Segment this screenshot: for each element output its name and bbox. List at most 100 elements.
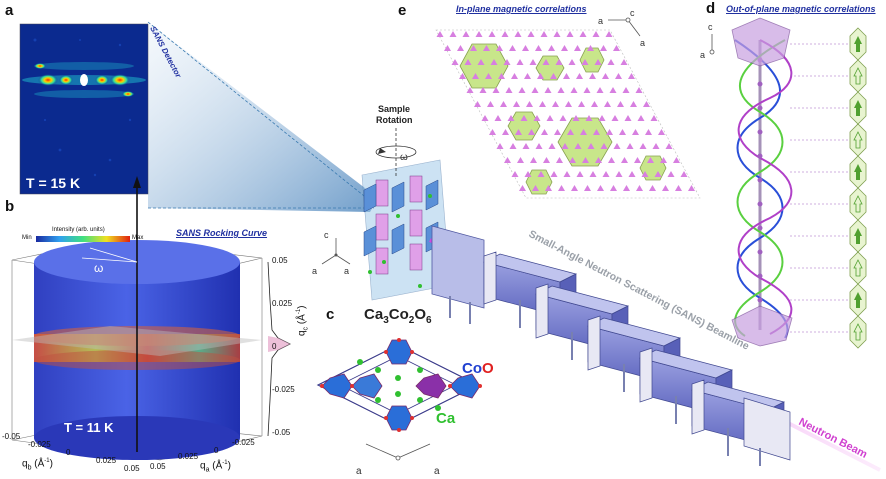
qb-tick-2: -0.025 <box>28 440 51 449</box>
qc-axis-label: qc (Å-1) <box>296 305 310 336</box>
qa-tick-4: -0.025 <box>232 438 255 447</box>
lattice-triangle <box>524 73 531 79</box>
colorbar-title: Intensity (arb. units) <box>52 227 105 233</box>
crystal-projection <box>316 338 482 461</box>
lattice-triangle <box>502 129 509 135</box>
lattice-triangle <box>596 87 604 93</box>
in-plane-title: In-plane magnetic correlations <box>456 4 587 14</box>
lattice-triangle <box>637 115 645 121</box>
center-axis-c: c <box>324 230 329 240</box>
in-plane-triangles <box>436 31 695 191</box>
lattice-triangle <box>645 129 652 135</box>
lattice-triangle <box>514 31 522 37</box>
lattice-triangle <box>496 143 504 149</box>
lattice-triangle <box>535 45 542 51</box>
lattice-triangle <box>660 157 667 163</box>
lattice-triangle <box>591 101 598 107</box>
lattice-triangle <box>539 101 546 107</box>
lattice-triangle <box>519 185 526 191</box>
lattice-triangle <box>444 45 451 51</box>
center-axis-a1: a <box>312 266 317 276</box>
lattice-triangle <box>578 101 585 107</box>
lattice-triangle <box>544 87 552 93</box>
lattice-triangle <box>602 73 609 79</box>
lattice-triangle <box>574 143 582 149</box>
lattice-triangle <box>511 171 519 177</box>
lattice-triangle <box>582 157 589 163</box>
crystal-sample <box>361 159 451 301</box>
lattice-triangle <box>650 115 658 121</box>
lattice-triangle <box>589 73 596 79</box>
lattice-triangle <box>477 59 485 65</box>
lattice-triangle <box>613 143 621 149</box>
lattice-triangle <box>543 157 550 163</box>
lattice-triangle <box>517 157 524 163</box>
lattice-triangle <box>579 31 587 37</box>
lattice-triangle <box>537 171 545 177</box>
lattice-triangle <box>665 143 673 149</box>
lattice-triangle <box>504 157 511 163</box>
qa-tick-1: 0.05 <box>150 462 166 471</box>
lattice-triangle <box>610 185 617 191</box>
lattice-triangle <box>639 143 647 149</box>
lattice-triangle <box>470 45 477 51</box>
colorbar-min: Min <box>22 235 32 241</box>
lattice-triangle <box>542 59 550 65</box>
sample-rotation-line1: Sample <box>378 104 410 114</box>
qa-axis-label: qa (Å-1) <box>200 460 231 474</box>
lattice-triangle <box>619 129 626 135</box>
lattice-triangle <box>570 87 578 93</box>
lattice-triangle <box>451 59 459 65</box>
detector-temperature: T = 15 K <box>26 175 80 191</box>
qb-tick-5: 0.05 <box>124 464 140 473</box>
lattice-triangle <box>602 171 610 177</box>
lattice-triangle <box>492 87 500 93</box>
lattice-triangle <box>556 157 563 163</box>
lattice-triangle <box>552 101 559 107</box>
lattice-triangle <box>617 101 624 107</box>
lattice-triangle <box>598 115 606 121</box>
lattice-triangle <box>449 31 457 37</box>
lattice-triangle <box>507 115 515 121</box>
lattice-triangle <box>628 73 635 79</box>
lattice-triangle <box>652 143 660 149</box>
panel-c-label: c <box>326 306 335 323</box>
e-axis-a1: a <box>598 16 603 26</box>
panel-b-label: b <box>5 198 15 215</box>
lattice-triangle <box>604 101 611 107</box>
lattice-triangle <box>526 101 533 107</box>
lattice-triangle <box>509 143 517 149</box>
panel-e-label: e <box>398 2 407 19</box>
lattice-triangle <box>479 87 487 93</box>
lattice-triangle <box>576 171 584 177</box>
lattice-triangle <box>548 45 555 51</box>
center-axis-a2: a <box>344 266 349 276</box>
crystal-formula: Ca3Co2O6 <box>364 306 432 326</box>
qa-tick-3: 0 <box>214 446 219 455</box>
lattice-triangle <box>605 31 613 37</box>
sample-rotation-line2: Rotation <box>376 115 413 125</box>
lattice-triangle <box>503 59 511 65</box>
lattice-triangle <box>535 143 543 149</box>
lattice-triangle <box>481 115 489 121</box>
lattice-triangle <box>554 129 561 135</box>
lattice-triangle <box>566 31 574 37</box>
lattice-triangle <box>587 45 594 51</box>
lattice-triangle <box>680 171 688 177</box>
lattice-triangle <box>550 171 558 177</box>
lattice-triangle <box>620 59 628 65</box>
lattice-triangle <box>565 101 572 107</box>
lattice-triangle <box>581 59 589 65</box>
lattice-triangle <box>466 87 474 93</box>
lattice-triangle <box>621 157 628 163</box>
lattice-triangle <box>530 157 537 163</box>
lattice-triangle <box>561 143 569 149</box>
qc-tick-3: 0 <box>272 342 277 351</box>
d-axis-c: c <box>708 22 713 32</box>
colorbar-max: Max <box>132 235 144 241</box>
crystal-axis-a2: a <box>434 466 440 477</box>
lattice-triangle <box>630 101 637 107</box>
lattice-triangle <box>567 129 574 135</box>
in-plane-lattice <box>435 29 701 199</box>
lattice-triangle <box>462 31 470 37</box>
